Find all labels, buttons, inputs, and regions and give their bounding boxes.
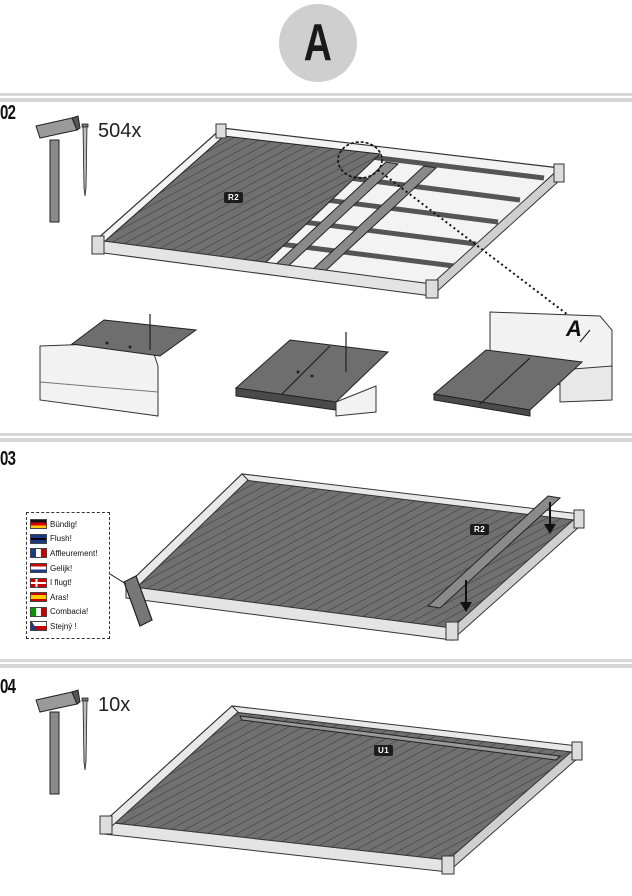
badge-letter: A	[303, 14, 333, 72]
detail-a-view: A	[432, 311, 613, 417]
legend-row-dk: I flugt!	[30, 575, 106, 590]
legend-row-gb: Flush!	[30, 532, 106, 547]
step-letter-badge: A	[279, 4, 357, 82]
section-divider-2	[0, 433, 632, 442]
flag-it-icon	[30, 606, 47, 617]
flag-cz-icon	[30, 621, 47, 632]
section-divider-1	[0, 93, 632, 102]
detail-circle-a	[337, 141, 573, 319]
legend-row-es: Aras!	[30, 590, 106, 605]
legend-row-cz: Stejný !	[30, 619, 106, 634]
step-number-03: 03	[0, 448, 16, 470]
section-divider-3	[0, 659, 632, 668]
floor-frame-step-02	[91, 123, 565, 299]
detail-nailing-joint	[234, 332, 390, 417]
part-tag-u1-step-04: U1	[374, 745, 394, 756]
flag-de-icon	[30, 519, 47, 530]
flag-fr-icon	[30, 548, 47, 559]
legend-row-de: Bündig!	[30, 517, 106, 532]
legend-row-nl: Gelijk!	[30, 561, 106, 576]
hammer-icon	[35, 689, 81, 795]
nail-count-step-04: 10x	[98, 694, 131, 716]
nail-count-step-02: 504x	[98, 120, 142, 142]
floor-frame-step-03	[109, 473, 585, 642]
legend-row-fr: Affleurement!	[30, 546, 106, 561]
nail-icon	[81, 697, 89, 771]
flag-nl-icon	[30, 563, 47, 574]
detail-nailing-edge	[39, 314, 198, 417]
floor-frame-step-04	[99, 705, 583, 875]
step-number-04: 04	[0, 676, 16, 698]
detail-callout-label: A	[565, 316, 582, 341]
nail-icon	[81, 123, 89, 197]
part-tag-r2-step-03: R2	[470, 524, 490, 535]
part-tag-r2-step-02: R2	[224, 192, 244, 203]
flag-es-icon	[30, 592, 47, 603]
flush-legend: Bündig! Flush! Affleurement! Gelijk! I f…	[26, 512, 110, 639]
legend-row-it: Combacia!	[30, 605, 106, 620]
step-number-02: 02	[0, 102, 16, 124]
flag-gb-icon	[30, 533, 47, 544]
flag-dk-icon	[30, 577, 47, 588]
hammer-icon	[35, 115, 81, 223]
